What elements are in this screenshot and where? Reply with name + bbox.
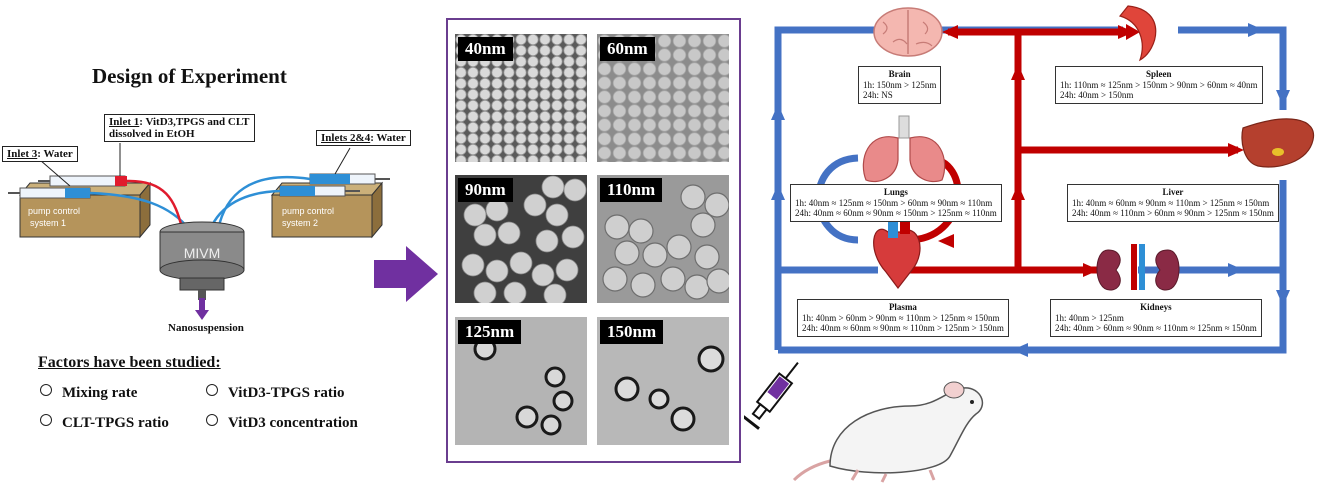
nanosuspension-label: Nanosuspension (168, 322, 244, 334)
organ-name: Spleen (1146, 69, 1172, 79)
inlet1-callout: Inlet 1: VitD3,TPGS and CLT dissolved in… (104, 114, 255, 142)
inlets24-label: Inlets 2&4 (321, 132, 371, 144)
inlet1-text2: dissolved in EtOH (109, 128, 195, 140)
inlet3-text: : Water (37, 148, 73, 160)
process-arrow-icon (374, 246, 438, 302)
bullet-icon (40, 384, 52, 396)
info-kidneys: Kidneys 1h: 40nm > 125nm 24h: 40nm > 60n… (1050, 299, 1262, 337)
organ-24h: 24h: NS (863, 90, 893, 100)
organ-name: Brain (888, 69, 911, 79)
organ-1h: 1h: 40nm > 60nm > 90nm ≈ 110nm > 125nm ≈… (802, 312, 1000, 323)
organ-name: Lungs (883, 187, 908, 197)
tem-label: 150nm (600, 320, 664, 344)
info-plasma: Plasma 1h: 40nm > 60nm > 90nm ≈ 110nm > … (797, 299, 1009, 337)
inlet3-callout: Inlet 3: Water (2, 146, 78, 162)
inlet1-text: : VitD3,TPGS and CLT (139, 116, 250, 128)
syringe-inlet1 (38, 175, 127, 187)
outlet-arrow (195, 298, 209, 320)
tem-label: 125nm (458, 320, 522, 344)
mixer-label: MIVM (184, 245, 221, 261)
organ-24h: 24h: 40nm > 150nm (1060, 90, 1134, 100)
factors-title: Factors have been studied: (38, 354, 221, 371)
factor-item: CLT-TPGS ratio (40, 414, 169, 432)
lungs-icon (862, 115, 946, 183)
setup-illustration: MIVM pump control system 1 pump control … (8, 143, 390, 320)
info-lungs: Lungs 1h: 40nm ≈ 125nm ≈ 150nm > 60nm ≈ … (790, 184, 1002, 222)
organ-name: Liver (1162, 187, 1184, 197)
tem-label: 60nm (600, 37, 655, 61)
pump2-label-2: system 2 (282, 218, 318, 228)
factor-item: VitD3-TPGS ratio (206, 384, 345, 402)
tem-label: 110nm (600, 178, 663, 202)
organ-1h: 1h: 150nm > 125nm (863, 79, 937, 90)
organ-24h: 24h: 40nm ≈ 60nm ≈ 90nm ≈ 150nm > 125nm … (795, 208, 997, 218)
tem-image-60nm: 60nm (597, 34, 729, 162)
organ-1h: 1h: 40nm ≈ 125nm ≈ 150nm > 60nm ≈ 90nm ≈… (795, 197, 993, 208)
venous-loop (774, 26, 1287, 354)
pump1-label-2: system 1 (30, 218, 66, 228)
inlets24-text: : Water (370, 132, 406, 144)
pump1-label-1: pump control (28, 206, 80, 216)
brain-icon (873, 7, 943, 57)
info-liver: Liver 1h: 40nm ≈ 60nm ≈ 90nm ≈ 110nm > 1… (1067, 184, 1279, 222)
organ-24h: 24h: 40nm > 60nm ≈ 90nm ≈ 110nm ≈ 125nm … (1055, 323, 1257, 333)
tem-image-110nm: 110nm (597, 175, 729, 303)
info-spleen: Spleen 1h: 110nm ≈ 125nm > 150nm > 90nm … (1055, 66, 1263, 104)
rat-icon (792, 381, 984, 483)
tem-panel: 40nm 60nm (446, 18, 741, 463)
spleen-icon (1118, 5, 1157, 62)
inlet1-label: Inlet 1 (109, 116, 140, 128)
tem-image-90nm: 90nm (455, 175, 587, 303)
organ-24h: 24h: 40nm ≈ 110nm > 60nm ≈ 90nm > 125nm … (1072, 208, 1274, 218)
organ-name: Plasma (888, 302, 917, 312)
experiment-title: Design of Experiment (92, 64, 287, 88)
pump2-label-1: pump control (282, 206, 334, 216)
organ-1h: 1h: 40nm ≈ 60nm ≈ 90nm ≈ 110nm > 125nm ≈… (1072, 197, 1270, 208)
factor-item: VitD3 concentration (206, 414, 358, 432)
bullet-icon (206, 384, 218, 396)
liver-icon (1241, 118, 1315, 168)
inlet3-label: Inlet 3 (7, 148, 38, 160)
kidneys-icon (1096, 244, 1180, 291)
tem-label: 90nm (458, 178, 513, 202)
mivm-mixer: MIVM (159, 221, 245, 300)
bullet-icon (206, 414, 218, 426)
syringe-icon (744, 362, 799, 430)
factor-item: Mixing rate (40, 384, 137, 402)
bullet-icon (40, 414, 52, 426)
info-brain: Brain 1h: 150nm > 125nm 24h: NS (858, 66, 942, 104)
tem-image-150nm: 150nm (597, 317, 729, 445)
tem-image-125nm: 125nm (455, 317, 587, 445)
organ-24h: 24h: 40nm ≈ 60nm ≈ 90nm ≈ 110nm > 125nm … (802, 323, 1004, 333)
tem-label: 40nm (458, 37, 513, 61)
tem-image-40nm: 40nm (455, 34, 587, 162)
organ-1h: 1h: 110nm ≈ 125nm > 150nm > 90nm > 60nm … (1060, 79, 1258, 90)
heart-icon (873, 220, 921, 289)
organ-1h: 1h: 40nm > 125nm (1055, 312, 1124, 323)
arterial-arrows (942, 24, 1244, 277)
inlets24-callout: Inlets 2&4: Water (316, 130, 411, 146)
syringe-inlet3 (8, 187, 91, 199)
organ-name: Kidneys (1140, 302, 1172, 312)
